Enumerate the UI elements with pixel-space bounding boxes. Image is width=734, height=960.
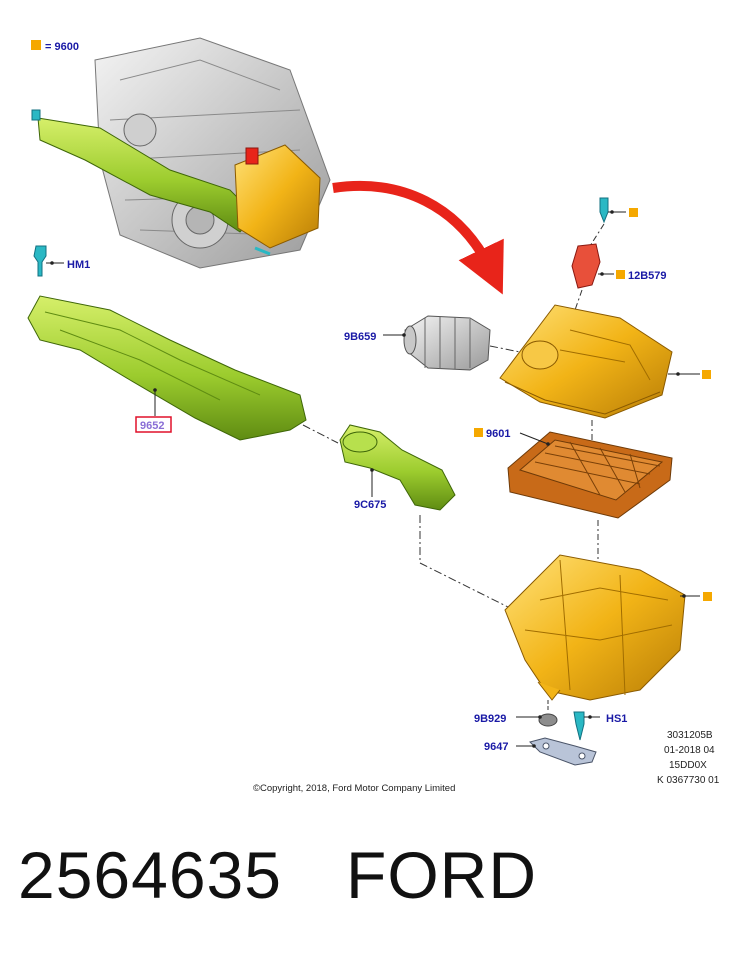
label-9647: 9647: [484, 741, 508, 753]
part-9647-bracket: [516, 737, 597, 766]
label-hs1: HS1: [606, 713, 627, 725]
brand-name: FORD: [346, 838, 537, 912]
part-9b929-grommet: [516, 700, 558, 727]
diagram-date: 01-2018 04: [664, 745, 715, 756]
part-number: 2564635: [18, 838, 282, 912]
orange-marker: [702, 370, 711, 379]
label-hm1: HM1: [67, 259, 90, 271]
label-9652: 9652: [140, 420, 164, 432]
part-12b579-sensor: [567, 243, 625, 331]
label-9b929: 9B929: [474, 713, 506, 725]
diagram-id: 3031205B: [667, 730, 713, 741]
fastener-hm1: [33, 245, 64, 277]
fastener-hs1: [573, 711, 600, 741]
label-9b659: 9B659: [344, 331, 376, 343]
part-air-cleaner-cover: [499, 304, 711, 419]
legend: = 9600: [31, 40, 79, 53]
orange-marker: [629, 208, 638, 217]
legend-text: = 9600: [45, 41, 79, 53]
label-9c675: 9C675: [354, 499, 386, 511]
engine-assembly-illustration: [31, 37, 331, 269]
diagram-code: 15DD0X: [669, 760, 707, 771]
part-9652-air-duct: [27, 295, 307, 441]
label-9652-highlight: [135, 416, 172, 433]
engine-air-duct: [37, 117, 256, 233]
label-9601: 9601: [486, 428, 510, 440]
transition-arrow: [332, 180, 504, 295]
part-9601-filter-element: [474, 428, 673, 519]
orange-marker: [703, 592, 712, 601]
copyright: ©Copyright, 2018, Ford Motor Company Lim…: [253, 783, 455, 794]
part-9c675-elbow-hose: [339, 424, 456, 511]
orange-marker: [474, 428, 483, 437]
engine-air-cleaner: [234, 144, 321, 249]
legend-swatch: [31, 40, 41, 50]
part-9b659-bellows: [383, 315, 521, 371]
label-12b579: 12B579: [628, 270, 667, 282]
orange-marker: [616, 270, 625, 279]
part-air-cleaner-lower-housing: [504, 554, 712, 701]
diagram-ref: K 0367730 01: [657, 775, 720, 786]
connector-9c675-housing: [419, 515, 511, 609]
screw-top: [589, 197, 638, 247]
connector-9652-9c675: [302, 424, 339, 444]
